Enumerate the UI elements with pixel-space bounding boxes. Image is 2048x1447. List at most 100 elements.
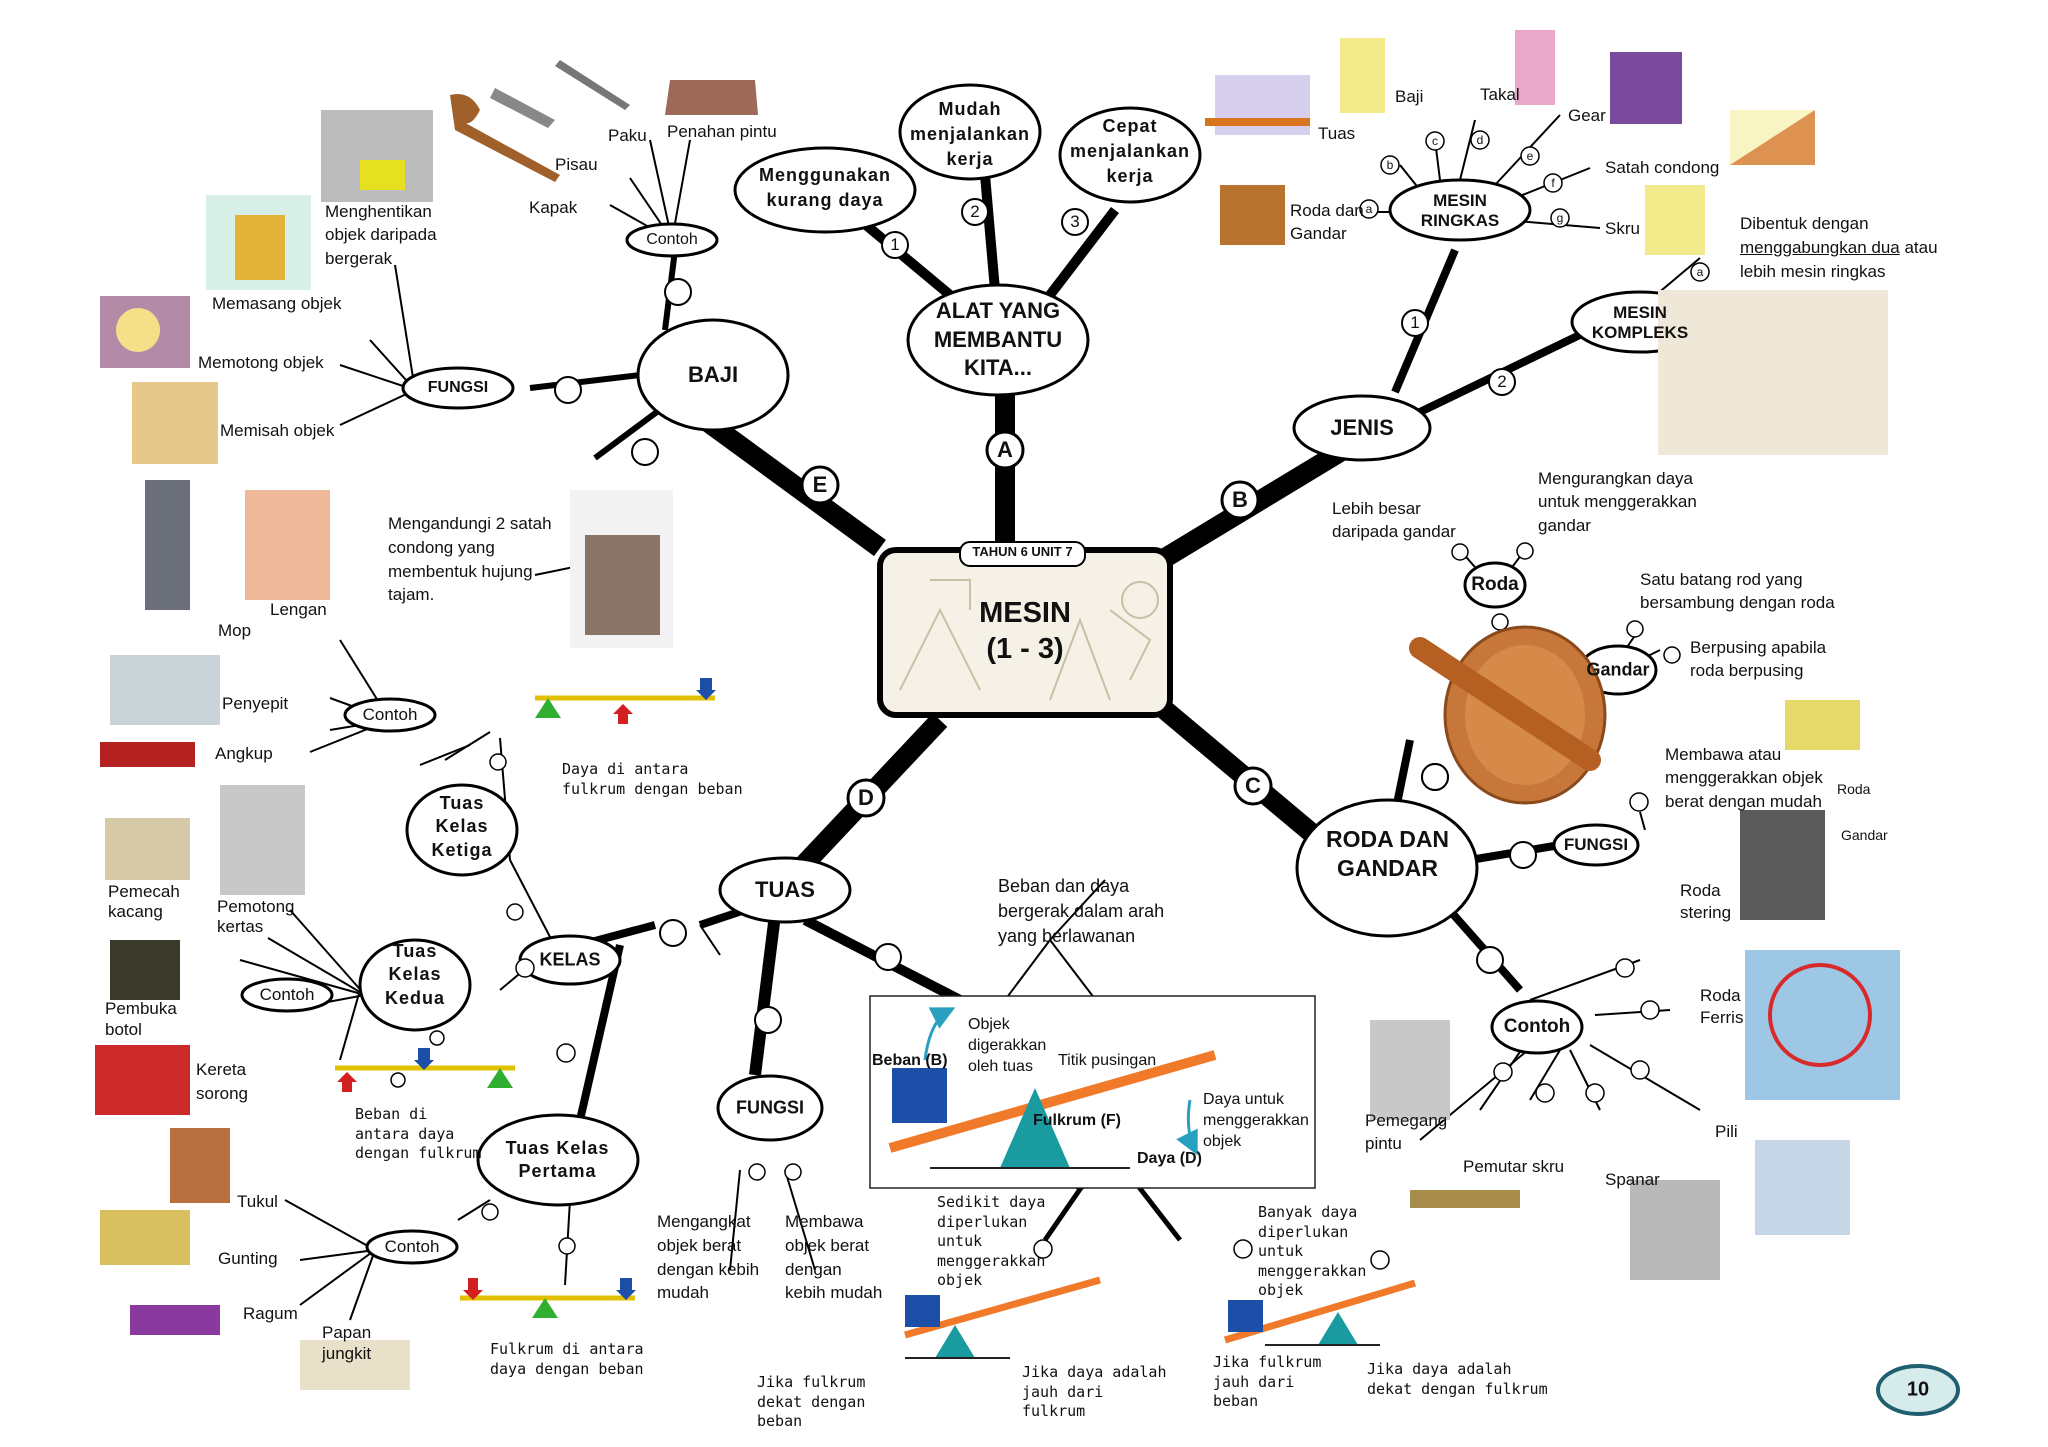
number-circles	[554, 198, 1537, 1034]
baji-fungsi: FUNGSI	[427, 379, 489, 396]
case-a-bottom-1: Jika fulkrum dekat dengan beban	[757, 1373, 866, 1430]
ex-lengan: Lengan	[270, 600, 327, 619]
alat-num-2: 2	[970, 202, 980, 221]
ex-angkup: Angkup	[215, 744, 273, 763]
roda-ex-pemutar-skru: Pemutar skru	[1463, 1157, 1565, 1176]
diagram-objek: Objek digerakkan oleh tuas	[968, 1016, 1047, 1075]
center-subtitle: (1 - 3)	[986, 633, 1064, 665]
class-lever-1	[460, 1278, 636, 1318]
roda-fungsi: FUNGSI	[1563, 835, 1629, 854]
ringkas-gear: Gear	[1568, 106, 1606, 125]
case-a-bottom-2: Jika daya adalah jauh dari fulkrum	[1022, 1363, 1167, 1420]
ringkas-letter-d: d	[1476, 133, 1484, 147]
ringkas-takal: Takal	[1480, 85, 1520, 104]
alat-item-2: Mudah menjalankan kerja	[909, 99, 1031, 169]
ringkas-roda-dan-gandar: Roda dan Gandar	[1290, 201, 1364, 243]
gandar-desc-2: Berpusing apabila roda berpusing	[1690, 638, 1827, 681]
ex-kereta-sorong: Kereta sorong	[196, 1060, 248, 1103]
branch-letter-a: A	[997, 437, 1013, 462]
pic-roda-label: Roda	[1837, 781, 1871, 797]
photo-placeholders	[95, 30, 1900, 1390]
ex-mop: Mop	[218, 621, 252, 640]
diagram-beban: Beban (B)	[872, 1052, 948, 1069]
center-sketch	[899, 579, 1159, 701]
diagram-daya-desc: Daya untuk menggerakkan objek	[1203, 1091, 1309, 1150]
branch-letter-e: E	[812, 472, 828, 497]
baji-desc: Mengandungi 2 satah condong yang membent…	[388, 514, 552, 605]
roda-ex-pemegang-pintu: Pemegang pintu	[1365, 1111, 1448, 1153]
tuas-kelas: KELAS	[539, 949, 601, 970]
ex-penyepit: Penyepit	[222, 694, 289, 713]
gandar-desc-1: Satu batang rod yang bersambung dengan r…	[1640, 570, 1835, 613]
kompleks-desc-2: menggabungkan dua atau	[1740, 238, 1938, 257]
ex-pemotong-kertas: Pemotong kertas	[217, 897, 295, 937]
load-block	[892, 1068, 947, 1123]
branch-letter-circles	[800, 430, 1273, 818]
ex-ragum: Ragum	[243, 1304, 298, 1323]
ex-papan-jungkit: Papan jungkit	[322, 1323, 372, 1364]
tuas-prinsip: Beban dan daya bergerak dalam arah yang …	[998, 876, 1165, 946]
tuas-kelas-pertama: Tuas Kelas Pertama	[505, 1138, 610, 1182]
pertama-contoh: Contoh	[384, 1237, 440, 1256]
ex-tukul: Tukul	[237, 1192, 278, 1211]
small-letter-circles	[390, 130, 1710, 1270]
baji-kapak: Kapak	[529, 198, 578, 217]
kompleks-num: 2	[1497, 372, 1507, 391]
ringkas-letter-b: b	[1386, 158, 1394, 172]
baji-memasang: Memasang objek	[212, 294, 342, 313]
alat-item-1: Menggunakan kurang daya	[758, 165, 891, 210]
kompleks-letter-a: a	[1696, 265, 1704, 279]
roda-ex-stering: Roda stering	[1680, 881, 1732, 923]
ringkas-letter-c: c	[1432, 134, 1438, 148]
class-lever-2	[335, 1048, 515, 1092]
mesin-kompleks: MESIN KOMPLEKS	[1591, 303, 1689, 343]
tuas-fungsi-a: Membawa objek berat dengan kebih mudah	[785, 1212, 883, 1303]
branch-letter-b: B	[1232, 487, 1248, 512]
alat-num-1: 1	[890, 235, 900, 254]
mesin-ringkas: MESIN RINGKAS	[1420, 191, 1500, 231]
ketiga-desc: Daya di antara fulkrum dengan beban	[562, 760, 743, 798]
ringkas-satah-condong: Satah condong	[1605, 158, 1720, 177]
alat-item-3: Cepat menjalankan kerja	[1069, 116, 1191, 186]
ringkas-letter-g: g	[1556, 211, 1564, 225]
roda-title: RODA DAN GANDAR	[1325, 826, 1450, 881]
class-lever-3	[535, 678, 716, 724]
roda-ex-spanar: Spanar	[1605, 1170, 1660, 1189]
tuas-kelas-ketiga: Tuas Kelas Ketiga	[431, 793, 493, 860]
baji-title: BAJI	[687, 362, 739, 387]
center-title: MESIN	[979, 597, 1071, 629]
jenis-title: JENIS	[1330, 415, 1394, 440]
baji-penahan-pintu: Penahan pintu	[667, 122, 777, 141]
baji-memotong: Memotong objek	[198, 353, 324, 372]
case-a-top: Sedikit daya diperlukan untuk menggerakk…	[937, 1193, 1046, 1289]
roda-desc-2: Mengurangkan daya untuk menggerakkan gan…	[1538, 469, 1697, 535]
kompleks-desc-3: lebih mesin ringkas	[1740, 262, 1886, 281]
ringkas-letter-f: f	[1551, 176, 1555, 190]
ringkas-tuas: Tuas	[1318, 124, 1356, 143]
branch-letter-d: D	[858, 785, 874, 810]
baji-pisau: Pisau	[555, 155, 598, 174]
baji-memisah: Memisah objek	[220, 421, 335, 440]
diagram-daya: Daya (D)	[1137, 1150, 1202, 1167]
kompleks-desc-1: Dibentuk dengan	[1740, 214, 1869, 233]
ex-pembuka-botol: Pembuka botol	[105, 999, 177, 1040]
tuas-fungsi: FUNGSI	[735, 1097, 805, 1118]
case-b-bottom-1: Jika fulkrum jauh dari beban	[1213, 1353, 1322, 1410]
fulcrum	[1000, 1088, 1070, 1168]
case-b-bottom-2: Jika daya adalah dekat dengan fulkrum	[1367, 1360, 1548, 1398]
page-badge	[1876, 1364, 1960, 1416]
kedua-contoh: Contoh	[259, 985, 315, 1004]
main-branches	[529, 174, 1592, 1242]
ketiga-contoh: Contoh	[362, 705, 418, 724]
ringkas-skru: Skru	[1605, 219, 1640, 238]
roda-ex-ferris: Roda Ferris	[1700, 986, 1744, 1028]
baji-contoh: Contoh	[646, 231, 698, 248]
page-number: 10	[1906, 1378, 1930, 1401]
ex-gunting: Gunting	[218, 1249, 278, 1268]
tuas-kelas-kedua: Tuas Kelas Kedua	[384, 941, 445, 1008]
branch-letter-c: C	[1245, 773, 1261, 798]
wheel-axle-picture	[1409, 625, 1607, 805]
roda-fungsi-desc: Membawa atau menggerakkan objek berat de…	[1665, 745, 1823, 811]
